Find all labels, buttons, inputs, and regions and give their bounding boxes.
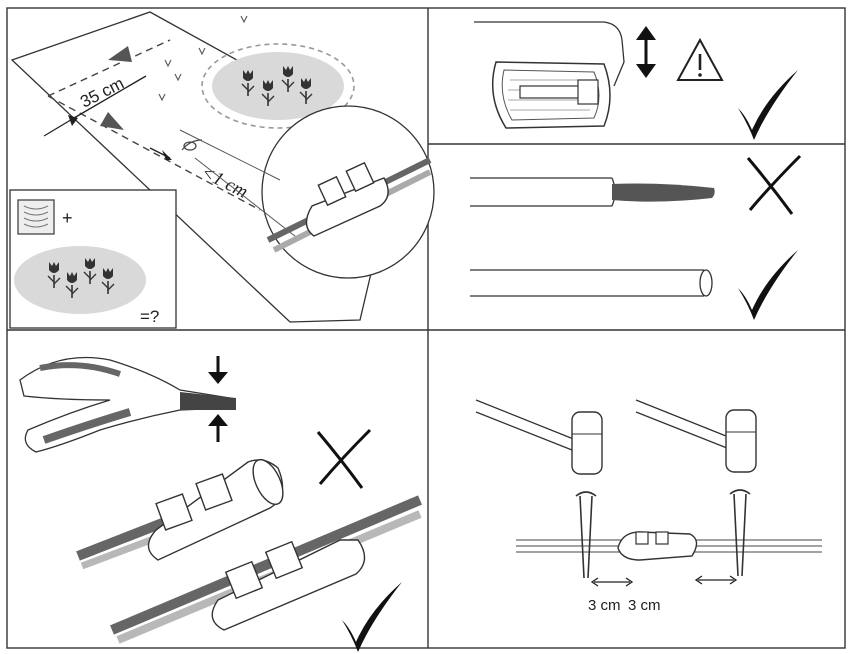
check-icon [738, 70, 798, 140]
hammer-right [726, 410, 756, 472]
connector-incorrect [78, 455, 289, 566]
cable-clean [470, 270, 712, 296]
check-icon [342, 582, 402, 652]
wire-spool-icon [18, 200, 54, 234]
double-arrow-icon [636, 26, 656, 78]
question-equals: =? [140, 307, 159, 326]
spacing-label-left: 3 cm [588, 597, 621, 614]
direction-arrow-icon [100, 112, 124, 130]
inset-flower-bed [14, 246, 146, 314]
spacing-arrow-icon [696, 576, 736, 584]
spacing-label-right: 3 cm [628, 597, 661, 614]
direction-arrow-icon [108, 46, 132, 62]
check-icon [738, 250, 798, 320]
pliers-icon [20, 358, 236, 453]
panel-crimp-connector [20, 356, 420, 652]
peg-left [576, 492, 596, 578]
panel-charging-station [474, 22, 798, 140]
wire-connector [618, 532, 697, 560]
warning-icon [678, 40, 722, 80]
panel-wire-layout: 35 cm <1 cm [10, 12, 434, 328]
charging-station [493, 62, 610, 128]
panel-peg-spacing: 3 cm 3 cm [476, 400, 822, 614]
gap-less-1cm-label: <1 cm [198, 162, 251, 203]
spacing-arrow-icon [592, 578, 632, 586]
cable-frayed [470, 178, 715, 206]
panel-cable-ends [470, 156, 800, 320]
hammer-left [572, 412, 602, 474]
cross-icon [318, 430, 370, 488]
cross-icon [748, 156, 800, 214]
plus-sign: + [62, 208, 73, 228]
peg-right [730, 490, 750, 576]
